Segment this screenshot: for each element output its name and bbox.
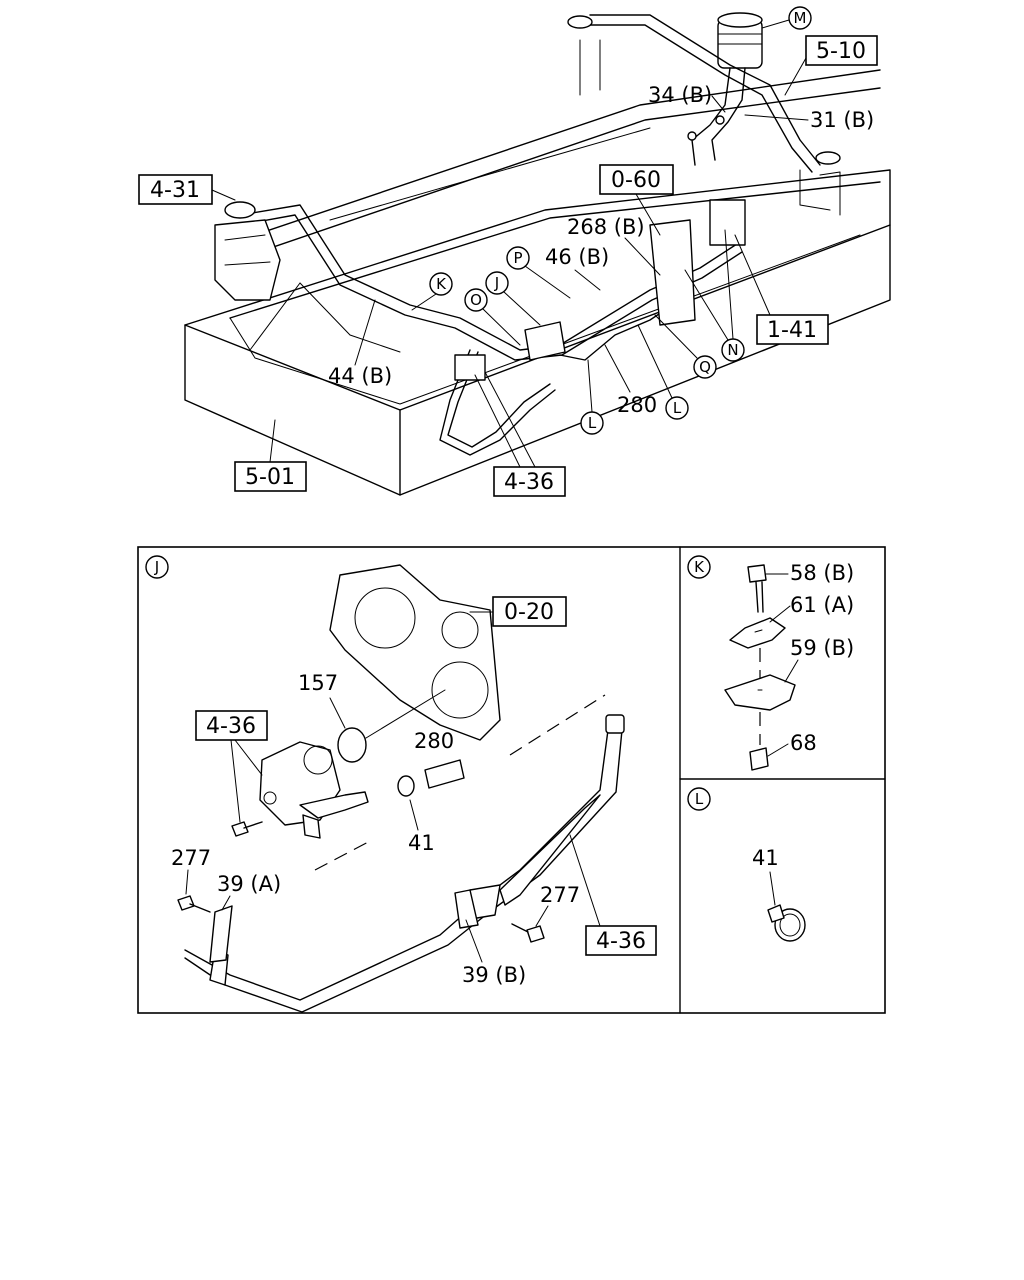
- ref-box-5-10: 5-10: [784, 35, 878, 96]
- svg-text:39 (B): 39 (B): [462, 963, 526, 987]
- svg-text:4-36: 4-36: [596, 929, 646, 954]
- svg-text:4-36: 4-36: [206, 714, 256, 739]
- detail-panel-L: L 41: [687, 787, 806, 942]
- svg-text:61 (A): 61 (A): [790, 593, 854, 617]
- callout-L-top-1: L: [637, 324, 689, 420]
- frame-assembly: [184, 39, 891, 496]
- callout-N: N: [684, 229, 745, 362]
- svg-text:M: M: [794, 9, 807, 27]
- callout-P: P: [506, 246, 571, 299]
- callout-L-top-2: L: [580, 359, 604, 435]
- label-268b: 268 (B): [567, 215, 645, 239]
- clutch-booster-unit: [214, 15, 841, 381]
- callout-M: M: [761, 6, 812, 30]
- ref-box-5-01: 5-01: [234, 419, 307, 492]
- svg-text:L: L: [588, 414, 597, 432]
- svg-text:J: J: [154, 558, 159, 576]
- callout-K: K: [411, 272, 453, 311]
- svg-text:1-41: 1-41: [767, 318, 817, 343]
- label-44b: 44 (B): [328, 364, 392, 388]
- ref-box-0-60: 0-60: [599, 164, 674, 236]
- svg-text:277: 277: [171, 846, 211, 870]
- svg-text:O: O: [470, 291, 482, 309]
- svg-text:157: 157: [298, 671, 338, 695]
- svg-text:4-36: 4-36: [504, 470, 554, 495]
- label-280-top: 280: [617, 393, 657, 417]
- svg-text:58 (B): 58 (B): [790, 561, 854, 585]
- svg-text:280: 280: [414, 729, 454, 753]
- svg-text:0-20: 0-20: [504, 600, 554, 625]
- svg-text:59 (B): 59 (B): [790, 636, 854, 660]
- svg-text:277: 277: [540, 883, 580, 907]
- svg-text:L: L: [673, 399, 682, 417]
- svg-text:5-10: 5-10: [816, 39, 866, 64]
- svg-text:Q: Q: [699, 358, 711, 376]
- label-31b: 31 (B): [810, 108, 874, 132]
- svg-text:5-01: 5-01: [245, 465, 295, 490]
- svg-text:J: J: [494, 274, 499, 292]
- svg-text:N: N: [727, 341, 738, 359]
- label-34b: 34 (B): [648, 83, 712, 107]
- svg-text:4-31: 4-31: [150, 178, 200, 203]
- svg-text:P: P: [513, 249, 522, 267]
- master-cylinder-reservoir: [687, 12, 763, 166]
- ref-box-1-41: 1-41: [734, 234, 829, 345]
- detail-panel-J: J 0-20 157 4-36 41 280: [145, 555, 657, 1013]
- callout-J: J: [485, 271, 541, 326]
- callout-O: O: [464, 288, 521, 346]
- ref-box-4-36-top: 4-36: [474, 371, 566, 497]
- detail-panel-K: K 58 (B) 61 (A) 59 (B) 68: [687, 555, 854, 771]
- svg-text:L: L: [695, 790, 704, 808]
- svg-text:0-60: 0-60: [611, 168, 661, 193]
- label-46b: 46 (B): [545, 245, 609, 269]
- svg-text:39 (A): 39 (A): [217, 872, 281, 896]
- svg-text:41: 41: [408, 831, 435, 855]
- svg-text:K: K: [436, 275, 447, 293]
- ref-box-4-31: 4-31: [138, 174, 236, 205]
- svg-text:68: 68: [790, 731, 817, 755]
- callout-Q: Q: [654, 314, 717, 379]
- svg-text:41: 41: [752, 846, 779, 870]
- svg-text:K: K: [694, 558, 705, 576]
